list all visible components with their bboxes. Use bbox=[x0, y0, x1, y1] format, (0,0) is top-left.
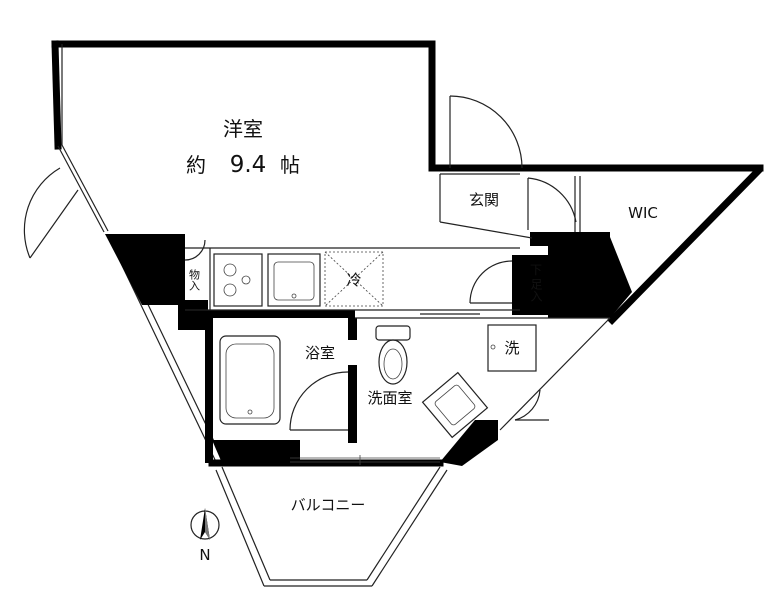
western-room-name: 洋室 bbox=[223, 117, 263, 141]
compass bbox=[190, 508, 220, 540]
entrance-label: 玄関 bbox=[469, 191, 499, 209]
washer-pan bbox=[487, 324, 537, 372]
stove bbox=[213, 253, 263, 307]
kitchen-fixtures bbox=[213, 251, 384, 307]
western-room-size-value: 9.4 bbox=[230, 152, 267, 178]
bath-fixtures bbox=[219, 335, 281, 425]
shoe-box-label-bottom: 足入 bbox=[529, 278, 543, 302]
drain-icon bbox=[291, 293, 297, 299]
sink-basin bbox=[273, 261, 315, 301]
western-room-size-unit: 帖 bbox=[280, 153, 300, 177]
bathroom-label: 浴室 bbox=[305, 344, 335, 362]
bathtub-inner bbox=[225, 343, 275, 419]
toilet-tank bbox=[375, 325, 411, 341]
washroom-label: 洗面室 bbox=[367, 389, 412, 407]
burner-icon bbox=[223, 263, 237, 277]
washer-space bbox=[487, 324, 537, 372]
drain-icon bbox=[247, 409, 253, 415]
interior-walls bbox=[185, 173, 611, 587]
balcony-label: バルコニー bbox=[291, 496, 366, 514]
toilet-bowl bbox=[378, 339, 408, 385]
north-label: N bbox=[199, 546, 210, 564]
sink bbox=[267, 253, 321, 307]
refrigerator-space bbox=[324, 251, 384, 307]
window-left bbox=[57, 44, 109, 233]
western-room-size-prefix: 約 bbox=[186, 153, 206, 177]
wall-blocks bbox=[105, 232, 632, 467]
door-swings bbox=[23, 95, 577, 431]
refrigerator-label: 冷 bbox=[346, 271, 361, 289]
washer-label: 洗 bbox=[504, 339, 519, 357]
burner-icon bbox=[223, 283, 237, 297]
bathtub bbox=[219, 335, 281, 425]
toilet bbox=[375, 325, 411, 385]
fixture-labels: 冷 洗 物入 下 足入 N bbox=[188, 263, 544, 564]
storage-label: 物入 bbox=[188, 268, 201, 291]
wic-label: WIC bbox=[628, 204, 658, 222]
room-labels: 洋室 約 9.4 帖 玄関 WIC 浴室 洗面室 バルコニー bbox=[186, 117, 658, 514]
outer-walls bbox=[51, 40, 764, 325]
vanity bbox=[421, 371, 489, 439]
shoe-box-label-top: 下 bbox=[530, 263, 542, 277]
burner-icon bbox=[241, 275, 251, 285]
